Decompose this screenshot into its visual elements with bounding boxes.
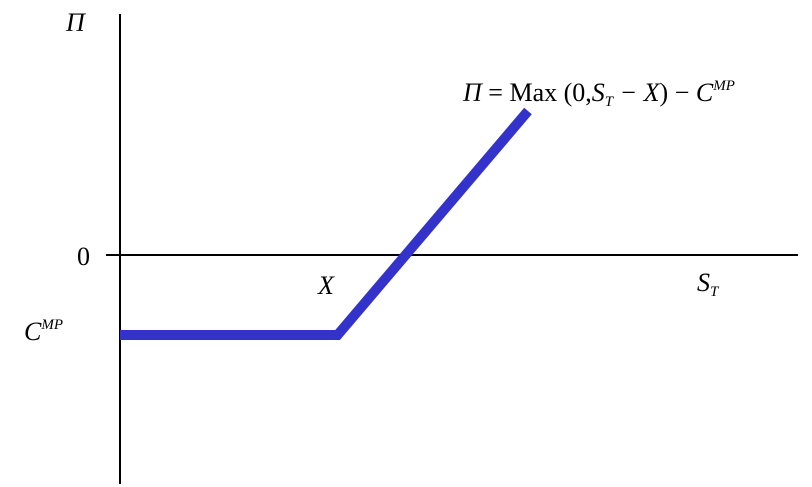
cost-label-base: C (24, 317, 42, 346)
x-axis-label-base: S (697, 268, 710, 297)
formula-c: C (695, 78, 714, 107)
x-axis-label-subscript: T (710, 284, 719, 300)
formula-lhs: Π (463, 78, 482, 107)
premium-cost-label: CMP (24, 318, 63, 345)
strike-price-label: X (318, 271, 334, 300)
formula-close: ) − (659, 78, 696, 107)
zero-tick-label: 0 (77, 242, 90, 271)
formula-eq: = Max (0, (481, 78, 592, 107)
formula-minus-x: − X (613, 78, 660, 107)
payoff-formula: Π = Max (0,ST − X) − CMP (463, 79, 735, 110)
formula-s-subscript: T (604, 94, 614, 110)
formula-c-superscript: MP (713, 78, 735, 94)
x-axis-label: ST (697, 270, 718, 300)
formula-s: S (591, 78, 605, 107)
y-axis-label: Π (66, 8, 85, 37)
cost-label-superscript: MP (41, 317, 64, 333)
payoff-line (120, 107, 532, 340)
